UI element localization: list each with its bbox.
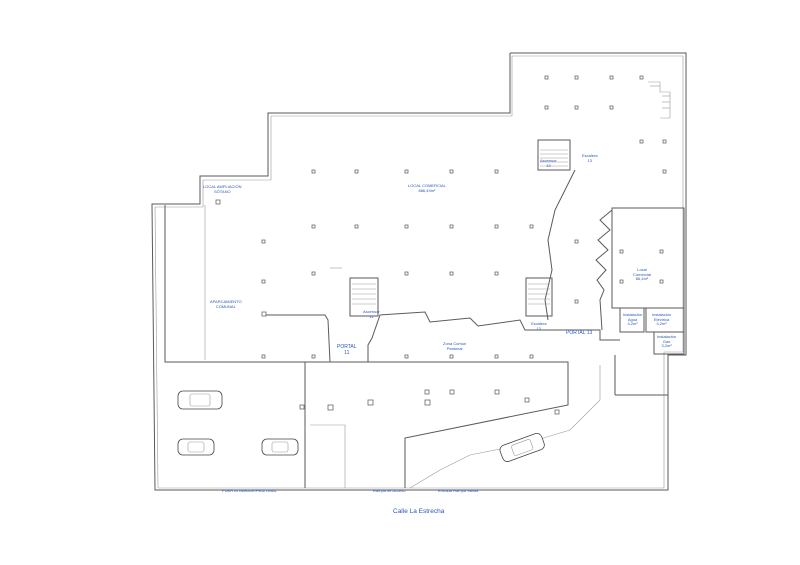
stair-steps-portal13 <box>528 283 550 305</box>
car-3 <box>261 438 299 456</box>
outer-wall <box>151 52 687 491</box>
ramp-curve <box>409 365 601 489</box>
diagonal-wall <box>544 169 576 321</box>
instal-agua-room <box>619 307 645 333</box>
stair-steps-portal11 <box>352 283 376 305</box>
instal-gas-room <box>653 331 685 355</box>
zigzag-wall <box>595 209 613 331</box>
car-4 <box>499 432 545 462</box>
outer-wall-inner <box>154 55 684 489</box>
car-2 <box>177 438 215 456</box>
stair-core-top <box>537 139 571 171</box>
street-name: Calle La Estrecha <box>393 508 445 515</box>
stair-core-portal11 <box>349 277 379 317</box>
ramp-wall <box>305 361 569 488</box>
car-1 <box>177 390 223 410</box>
front-wall <box>262 311 620 363</box>
stair-core-portal13 <box>525 277 553 317</box>
label-bottom-mid: Rampa de Acceso <box>373 488 406 493</box>
parking-wall <box>164 205 306 488</box>
stair-steps-corner <box>648 81 671 119</box>
right-local-box <box>611 207 685 309</box>
small-column-marker <box>215 199 221 205</box>
label-bottom-left: PUERTA GARAJE/PEATONAL <box>222 488 277 493</box>
ramp-inner <box>310 424 346 488</box>
columns <box>261 75 667 415</box>
label-bottom-right: Entrada Rampa Salida <box>438 488 479 493</box>
label-portal-13: PORTAL 13 <box>566 330 593 336</box>
stair-steps-top <box>540 149 568 167</box>
